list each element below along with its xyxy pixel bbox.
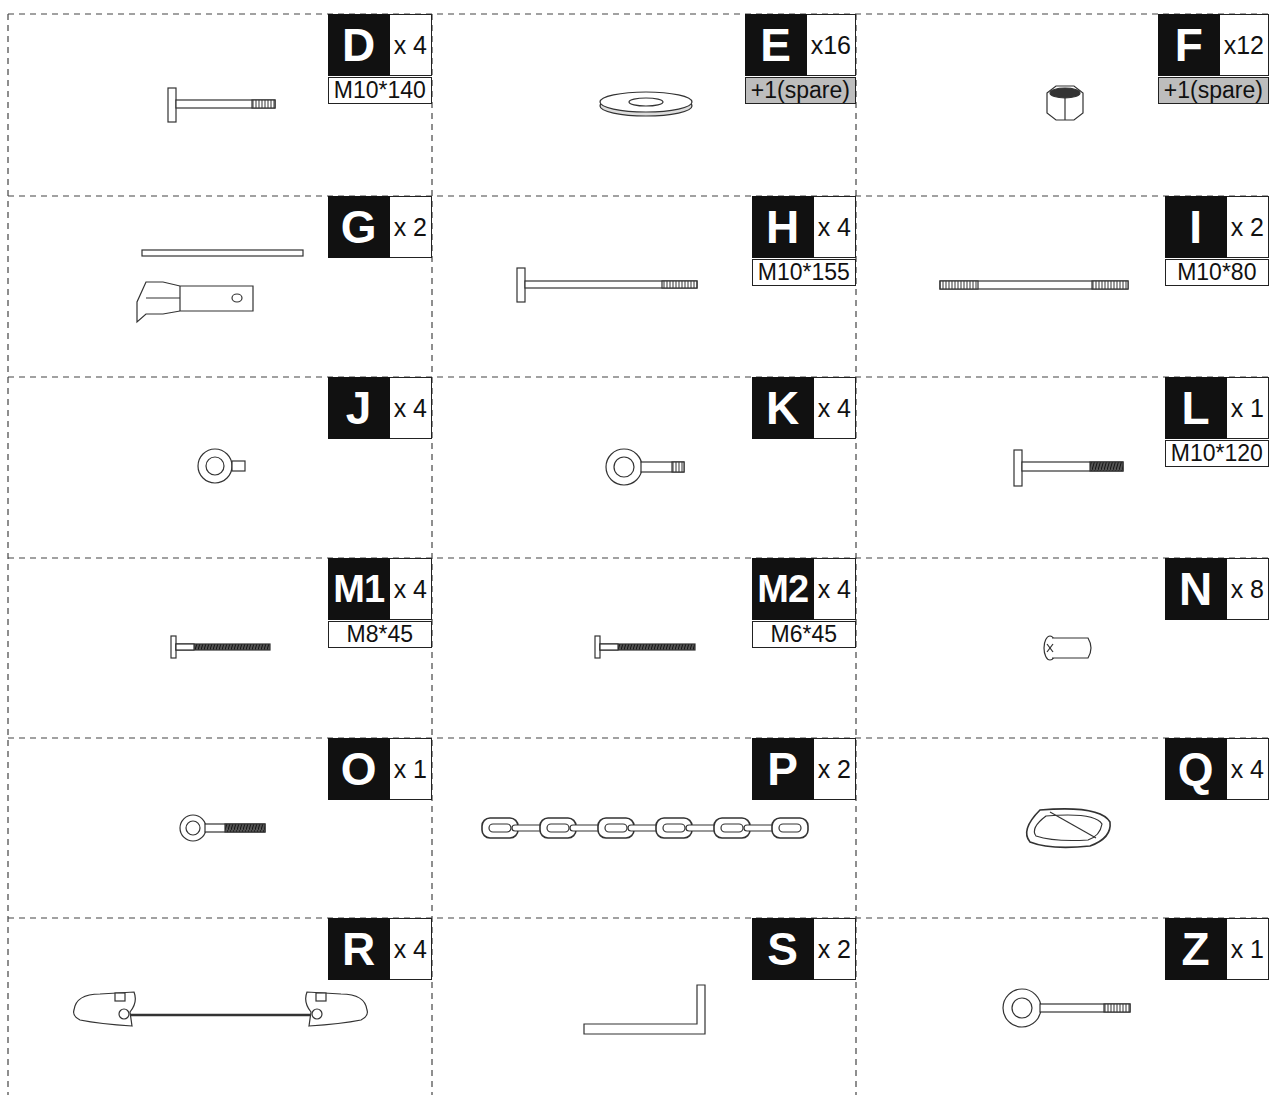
part-count: x16 xyxy=(807,14,856,76)
part-count: x 4 xyxy=(814,377,856,439)
part-label: Jx 4 xyxy=(328,377,432,439)
part-label: Gx 2 xyxy=(328,196,432,258)
part-label: Hx 4M10*155 xyxy=(752,196,856,286)
label-row: Qx 4 xyxy=(1165,738,1269,800)
part-count: x 1 xyxy=(390,738,432,800)
label-row: M1x 4 xyxy=(328,558,432,620)
label-row: Px 2 xyxy=(752,738,856,800)
part-label: Dx 4M10*140 xyxy=(328,14,432,104)
part-label: Sx 2 xyxy=(752,918,856,980)
part-count: x 2 xyxy=(1227,196,1269,258)
part-letter: N xyxy=(1165,558,1227,620)
part-label: Ox 1 xyxy=(328,738,432,800)
part-label: Px 2 xyxy=(752,738,856,800)
part-count: x 4 xyxy=(1227,738,1269,800)
label-row: M2x 4 xyxy=(752,558,856,620)
grid-lines xyxy=(8,14,1271,1095)
part-label: M2x 4M6*45 xyxy=(752,558,856,648)
size-spec: M10*140 xyxy=(328,77,432,104)
part-label: Zx 1 xyxy=(1165,918,1269,980)
part-count: x 1 xyxy=(1227,377,1269,439)
label-row: Lx 1 xyxy=(1165,377,1269,439)
part-count: x 8 xyxy=(1227,558,1269,620)
part-label: Ix 2M10*80 xyxy=(1165,196,1269,286)
label-row: Ex16 xyxy=(745,14,856,76)
part-letter: Q xyxy=(1165,738,1227,800)
part-letter: S xyxy=(752,918,814,980)
spare-note: +1(spare) xyxy=(1158,77,1269,104)
label-row: Rx 4 xyxy=(328,918,432,980)
part-letter: G xyxy=(328,196,390,258)
label-row: Nx 8 xyxy=(1165,558,1269,620)
label-row: Fx12 xyxy=(1158,14,1269,76)
part-count: x 4 xyxy=(390,918,432,980)
size-spec: M6*45 xyxy=(752,621,856,648)
part-letter: L xyxy=(1165,377,1227,439)
part-count: x 4 xyxy=(814,196,856,258)
part-count: x 4 xyxy=(390,377,432,439)
part-letter: O xyxy=(328,738,390,800)
part-letter: H xyxy=(752,196,814,258)
part-letter: M1 xyxy=(328,558,390,620)
part-count: x 4 xyxy=(390,14,432,76)
part-letter: R xyxy=(328,918,390,980)
size-spec: M10*155 xyxy=(752,259,856,286)
label-row: Ox 1 xyxy=(328,738,432,800)
part-label: Nx 8 xyxy=(1165,558,1269,620)
part-count: x 2 xyxy=(390,196,432,258)
part-label: M1x 4M8*45 xyxy=(328,558,432,648)
part-letter: E xyxy=(745,14,807,76)
part-letter: K xyxy=(752,377,814,439)
part-count: x 2 xyxy=(814,738,856,800)
part-count: x 4 xyxy=(814,558,856,620)
label-row: Dx 4 xyxy=(328,14,432,76)
label-row: Gx 2 xyxy=(328,196,432,258)
label-row: Zx 1 xyxy=(1165,918,1269,980)
part-label: Rx 4 xyxy=(328,918,432,980)
label-row: Kx 4 xyxy=(752,377,856,439)
part-letter: P xyxy=(752,738,814,800)
part-letter: D xyxy=(328,14,390,76)
part-count: x12 xyxy=(1220,14,1269,76)
part-label: Qx 4 xyxy=(1165,738,1269,800)
part-letter: J xyxy=(328,377,390,439)
part-letter: Z xyxy=(1165,918,1227,980)
part-label: Ex16+1(spare) xyxy=(745,14,856,104)
part-label: Kx 4 xyxy=(752,377,856,439)
part-label: Lx 1M10*120 xyxy=(1165,377,1269,467)
label-row: Jx 4 xyxy=(328,377,432,439)
part-label: Fx12+1(spare) xyxy=(1158,14,1269,104)
part-letter: I xyxy=(1165,196,1227,258)
size-spec: M10*80 xyxy=(1165,259,1269,286)
label-row: Sx 2 xyxy=(752,918,856,980)
part-letter: F xyxy=(1158,14,1220,76)
label-row: Hx 4 xyxy=(752,196,856,258)
part-count: x 4 xyxy=(390,558,432,620)
label-row: Ix 2 xyxy=(1165,196,1269,258)
part-letter: M2 xyxy=(752,558,814,620)
size-spec: M8*45 xyxy=(328,621,432,648)
part-count: x 1 xyxy=(1227,918,1269,980)
part-count: x 2 xyxy=(814,918,856,980)
spare-note: +1(spare) xyxy=(745,77,856,104)
size-spec: M10*120 xyxy=(1165,440,1269,467)
